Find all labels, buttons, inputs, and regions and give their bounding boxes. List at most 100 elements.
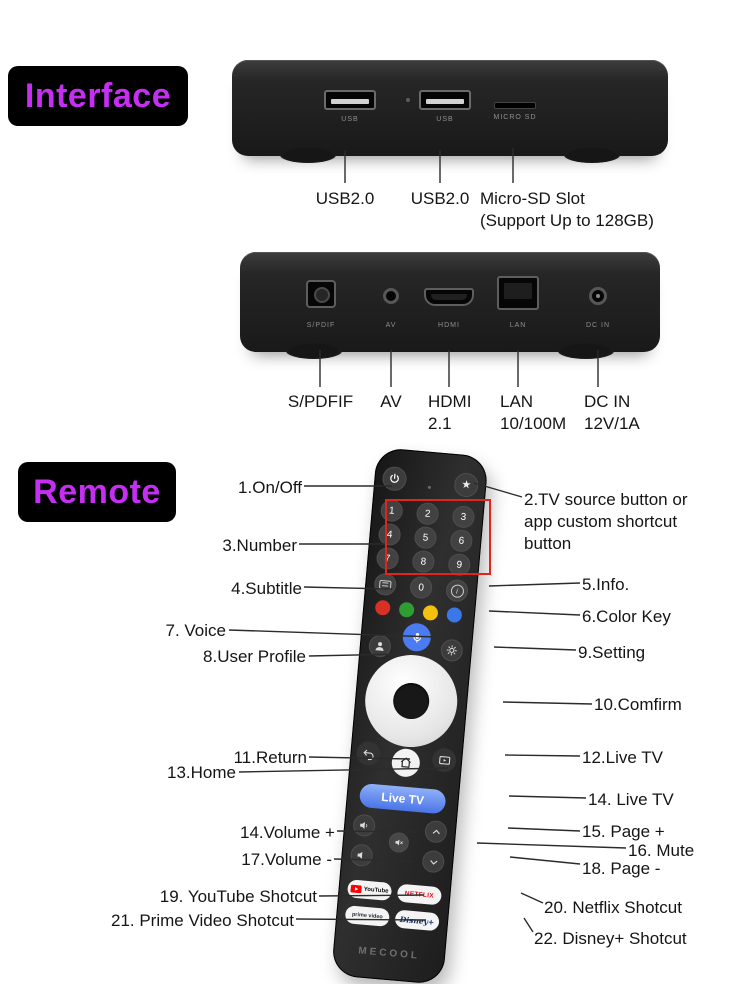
callout-home: 13.Home — [167, 763, 236, 782]
interface-section-badge: Interface — [8, 66, 188, 126]
hdmi-port-label: HDMI — [438, 322, 460, 329]
info-icon: i — [449, 583, 465, 598]
usb-port-1 — [324, 90, 376, 110]
line-mute — [476, 842, 627, 849]
volume-down-button — [349, 843, 374, 868]
color-key-red — [374, 599, 391, 616]
remote-control: ★ 1 2 3 4 5 6 7 8 9 0 i — [331, 447, 489, 984]
callout-volume-up: 14.Volume + — [240, 823, 335, 842]
mute-icon — [395, 839, 403, 846]
gear-icon — [446, 645, 457, 656]
speaker-minus-icon — [357, 851, 363, 859]
subtitle-icon — [378, 579, 392, 590]
callout-netflix: 20. Netflix Shotcut — [544, 898, 682, 917]
live-tv-button — [431, 747, 458, 774]
callout-volume-down: 17.Volume - — [241, 850, 332, 869]
callout-on-off: 1.On/Off — [238, 478, 302, 497]
mic-hole — [427, 485, 432, 489]
callout-spdif: S/PDFIF — [287, 392, 354, 411]
callout-microsd-line2: (Support Up to 128GB) — [480, 211, 654, 231]
callout-user-profile: 8.User Profile — [203, 647, 306, 666]
youtube-button: YouTube — [346, 879, 393, 902]
line-livetv14 — [508, 795, 587, 799]
callout-color-key: 6.Color Key — [582, 607, 671, 626]
color-key-blue — [446, 606, 463, 624]
callout-prime: 21. Prime Video Shotcut — [110, 911, 294, 930]
callout-microsd: Micro-SD Slot (Support Up to 128GB) — [480, 188, 700, 232]
callout-hdmi: HDMI 2.1 — [428, 391, 488, 435]
prime-video-label: prime video — [351, 911, 383, 921]
power-button — [381, 465, 408, 492]
callout-lan-line1: LAN — [500, 392, 534, 411]
chevron-up-icon — [432, 829, 440, 834]
box-foot-left — [286, 343, 342, 359]
callout-mute: 16. Mute — [628, 841, 695, 860]
box-foot-right — [564, 147, 620, 163]
box-foot-right — [558, 343, 614, 359]
remote-section-badge: Remote — [18, 462, 176, 522]
callout-lan-line2: 10/100M — [500, 414, 567, 434]
live-tv-icon — [438, 755, 450, 765]
line-netflix — [520, 892, 544, 904]
number-pad-highlight — [385, 499, 491, 575]
spdif-port — [306, 280, 336, 308]
line-disney — [523, 917, 534, 933]
interface-section-label: Interface — [24, 76, 172, 115]
line-colorkey — [488, 610, 581, 616]
callout-page-down: 18. Page - — [582, 859, 661, 878]
volume-up-button — [352, 813, 377, 838]
lan-port — [497, 276, 539, 310]
remote-section-label: Remote — [33, 472, 161, 511]
disney-plus-button: Disney+ — [394, 909, 440, 932]
line-pagedown — [509, 856, 581, 865]
digit-0-button: 0 — [409, 575, 434, 600]
callout-hdmi-line2: 2.1 — [428, 414, 452, 434]
callout-info: 5.Info. — [582, 575, 630, 594]
info-button: i — [445, 578, 469, 603]
dcin-port — [589, 287, 607, 305]
callout-dcin-line1: DC IN — [584, 392, 631, 411]
status-led — [406, 98, 410, 102]
home-button — [390, 747, 421, 778]
brand-logo: MECOOL — [357, 945, 421, 962]
usb-port-2 — [419, 90, 471, 110]
color-key-yellow — [422, 604, 439, 622]
power-icon — [390, 473, 399, 483]
color-key-green — [398, 601, 415, 618]
page-up-button — [424, 819, 448, 844]
tvbox-front-view: USB USB MICRO SD — [232, 60, 668, 163]
av-port-label: AV — [385, 322, 397, 329]
callout-hdmi-line1: HDMI — [428, 392, 472, 411]
av-port — [383, 288, 399, 304]
callout-dcin: DC IN 12V/1A — [584, 391, 664, 435]
callout-disney: 22. Disney+ Shotcut — [534, 929, 687, 948]
line-confirm — [502, 701, 593, 705]
user-icon — [375, 642, 384, 651]
callout-return: 11.Return — [233, 748, 307, 767]
hdmi-port — [424, 288, 474, 306]
box-foot-left — [280, 147, 336, 163]
callout-subtitle: 4.Subtitle — [231, 579, 302, 598]
callout-page-up: 15. Page + — [582, 822, 665, 841]
line-setting — [493, 646, 577, 651]
netflix-button: NETFLIX — [396, 883, 443, 906]
callout-confirm: 10.Comfirm — [594, 695, 682, 714]
live-tv-pill-button: Live TV — [358, 782, 447, 815]
settings-button — [439, 638, 464, 663]
callout-tv-source: 2.TV source button or app custom shortcu… — [524, 490, 688, 554]
confirm-button — [391, 681, 431, 721]
dpad-ring — [361, 651, 462, 751]
home-icon — [400, 757, 411, 768]
callout-live-tv-14: 14. Live TV — [588, 790, 674, 809]
callout-setting: 9.Setting — [578, 643, 646, 662]
user-profile-button — [367, 634, 392, 659]
usb1-port-label: USB — [341, 116, 359, 123]
voice-button — [401, 622, 432, 653]
callout-lan: LAN 10/100M — [500, 391, 580, 435]
disney-plus-label: Disney+ — [399, 914, 435, 927]
page-down-button — [421, 849, 446, 874]
live-tv-pill-label: Live TV — [380, 789, 425, 808]
callout-number: 3.Number — [222, 536, 297, 555]
microsd-slot — [494, 102, 536, 109]
